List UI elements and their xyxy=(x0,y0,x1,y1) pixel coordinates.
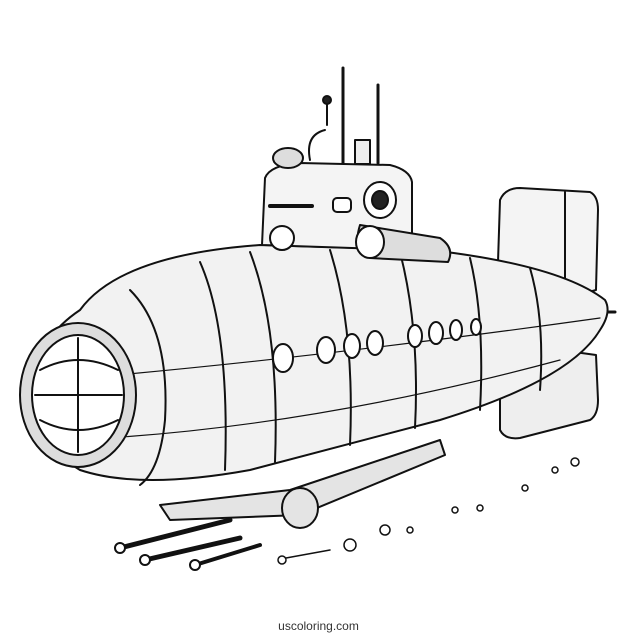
portholes xyxy=(272,318,482,373)
bow-intake xyxy=(19,322,137,468)
bubbles xyxy=(277,457,580,565)
watermark: uscoloring.com xyxy=(278,619,359,633)
hull xyxy=(30,244,609,486)
conning-tower xyxy=(261,66,452,263)
torpedo-tubes xyxy=(114,439,446,571)
